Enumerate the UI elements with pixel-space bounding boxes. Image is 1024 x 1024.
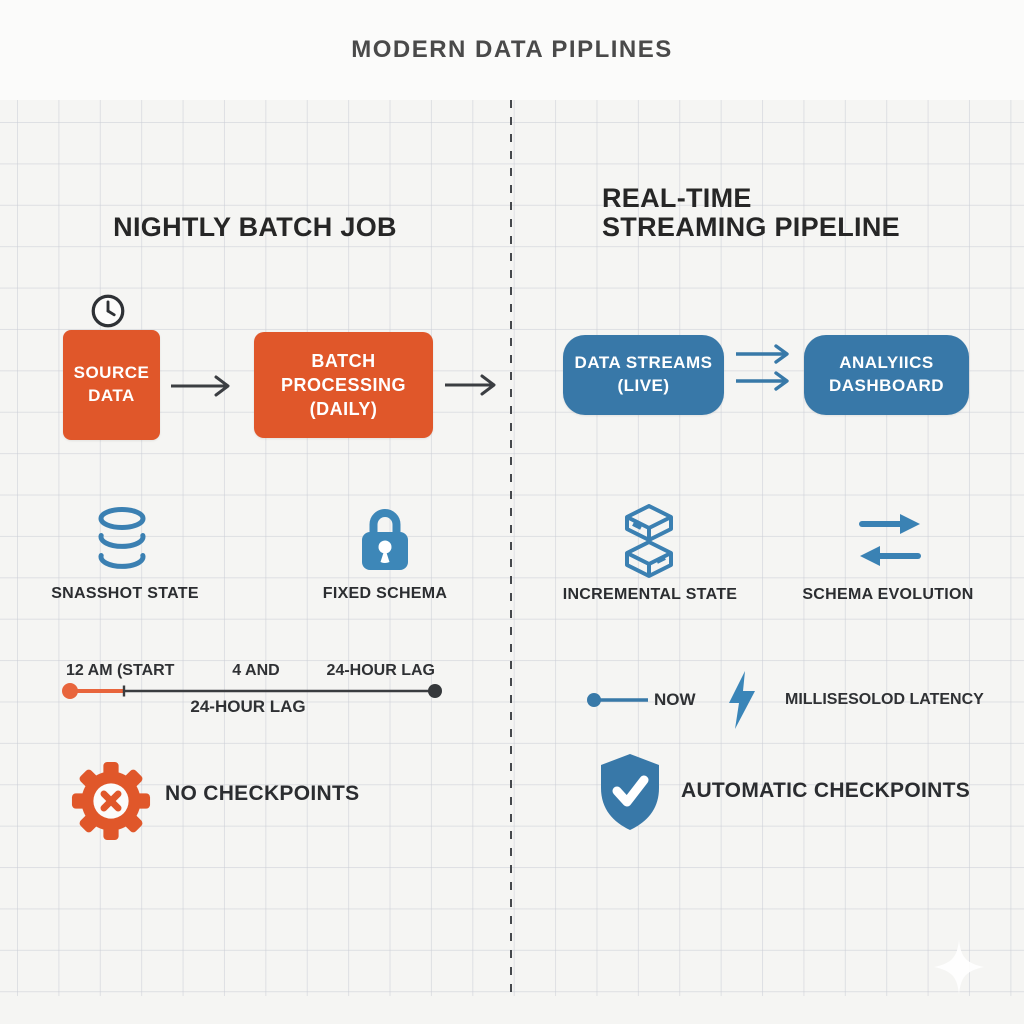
clock-icon — [91, 294, 125, 328]
analytics-dashboard-node: ANALYIICS DASHBOARD — [804, 335, 969, 415]
timeline — [62, 683, 442, 699]
source-data-node: SOURCE DATA — [63, 330, 160, 440]
sync-arrows-icon — [859, 514, 921, 566]
flow-arrow-icon — [445, 374, 496, 396]
gear-x-icon — [71, 761, 151, 841]
now-label: NOW — [654, 690, 696, 709]
grid-background — [0, 100, 1024, 996]
timeline-mid-label: 4 AND — [232, 662, 280, 679]
left-section-heading: NIGHTLY BATCH JOB — [113, 212, 397, 242]
timeline-lag-label: 24-HOUR LAG — [190, 697, 306, 716]
fixed-schema-label: FIXED SCHEMA — [322, 585, 448, 602]
diagram-title: MODERN DATA PIPLINES — [351, 36, 673, 63]
shield-check-icon — [601, 754, 659, 830]
dashboard-line2: DASHBOARD — [829, 376, 944, 395]
section-divider — [510, 100, 512, 996]
flow-arrow-icon — [171, 375, 230, 397]
now-marker — [587, 693, 648, 707]
lightning-icon — [729, 671, 755, 729]
dashboard-line1: ANALYIICS — [839, 353, 934, 373]
batch-line3: (DAILY) — [309, 399, 378, 420]
incremental-state-label: INCREMENTAL STATE — [562, 586, 738, 603]
source-data-line2: DATA — [88, 386, 135, 405]
right-heading-line1: REAL-TIME — [602, 183, 752, 213]
timeline-start-label: 12 AM (START — [66, 662, 175, 679]
streams-line1: DATA STREAMS — [574, 353, 713, 373]
sparkle-icon — [934, 940, 984, 994]
top-band — [0, 0, 1024, 100]
stacked-boxes-icon — [625, 504, 673, 578]
source-data-line1: SOURCE — [73, 363, 150, 383]
no-checkpoints-label: NO CHECKPOINTS — [165, 782, 360, 805]
right-section-heading: REAL-TIME STREAMING PIPELINE — [602, 184, 900, 242]
right-heading-line2: STREAMING PIPELINE — [602, 212, 900, 242]
latency-label: MILLISESOLOD LATENCY — [785, 691, 984, 708]
timeline-end-label: 24-HOUR LAG — [326, 662, 435, 679]
streams-line2: (LIVE) — [617, 376, 670, 395]
batch-line1: BATCH — [311, 350, 376, 371]
lock-icon — [362, 509, 408, 570]
snapshot-state-label: SNASSHOT STATE — [51, 585, 199, 602]
batch-processing-node: BATCH PROCESSING (DAILY) — [254, 332, 433, 438]
schema-evolution-label: SCHEMA EVOLUTION — [802, 586, 974, 603]
automatic-checkpoints-label: AUTOMATIC CHECKPOINTS — [681, 779, 971, 802]
double-arrow-icon — [736, 344, 789, 391]
batch-line2: PROCESSING — [280, 374, 407, 395]
database-icon — [98, 507, 146, 569]
data-streams-node: DATA STREAMS (LIVE) — [563, 335, 724, 415]
